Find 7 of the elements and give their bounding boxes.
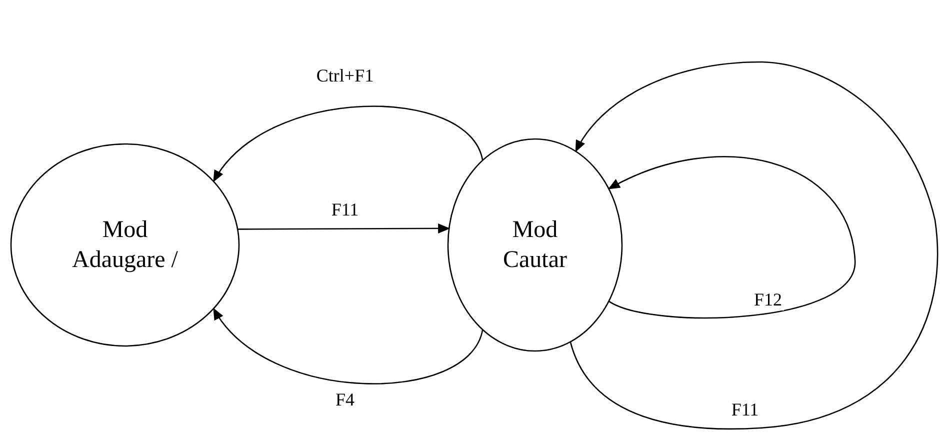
transition-arrow	[608, 156, 856, 318]
transition-arrow	[570, 61, 938, 430]
transition-arrow	[213, 308, 484, 384]
transition-arrow	[213, 106, 484, 182]
state-label: Mod Adaugare /	[71, 216, 179, 275]
state-label: Mod Cautar	[502, 216, 568, 275]
transition-arrow	[238, 223, 450, 234]
